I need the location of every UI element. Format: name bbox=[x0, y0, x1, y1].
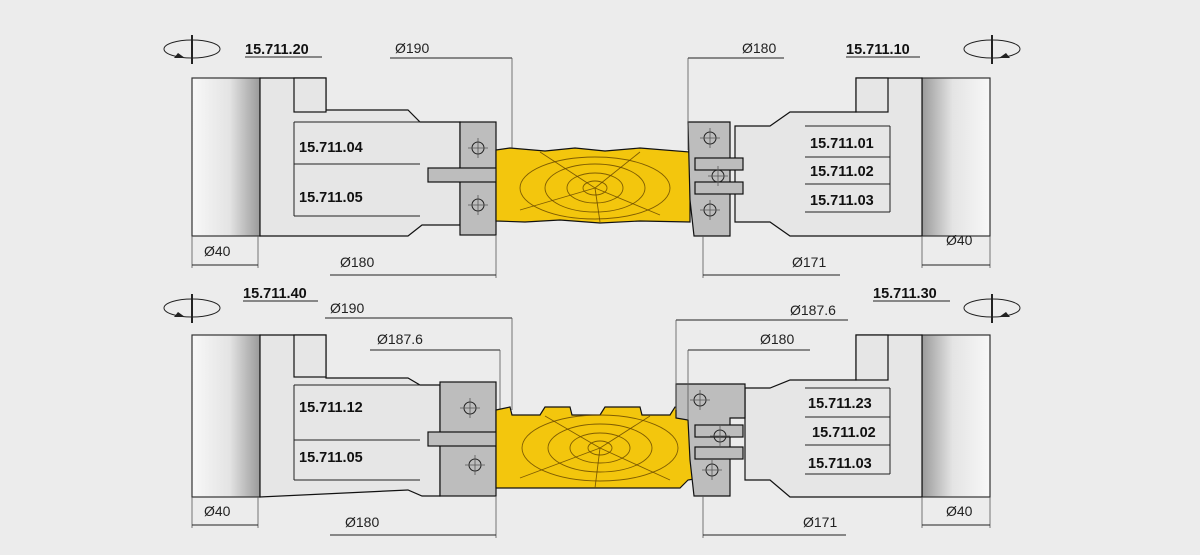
bottom-left-label-2: 15.711.05 bbox=[299, 450, 363, 466]
top-right-code: 15.711.10 bbox=[846, 42, 910, 58]
top-left-dim-bore: Ø40 bbox=[204, 243, 231, 259]
bottom-right-dim-inner: Ø171 bbox=[803, 514, 837, 530]
rotation-arrow-icon bbox=[163, 35, 221, 64]
bottom-left-dim-outer: Ø190 bbox=[330, 300, 364, 316]
knife-block bbox=[687, 121, 731, 237]
spindle-shaft bbox=[191, 77, 261, 237]
bottom-workpiece bbox=[495, 406, 701, 489]
top-right-label-3: 15.711.03 bbox=[810, 193, 874, 209]
bottom-right-label-3: 15.711.03 bbox=[808, 456, 872, 472]
bottom-right-code: 15.711.30 bbox=[873, 286, 937, 302]
top-right-tool: 15.711.10 15.711.01 15.711.02 15.711.03 … bbox=[687, 35, 1021, 278]
top-right-label-1: 15.711.01 bbox=[810, 136, 874, 152]
rotation-arrow-icon bbox=[163, 294, 221, 323]
top-right-label-2: 15.711.02 bbox=[810, 164, 874, 180]
bottom-right-dim-outer: Ø187.6 bbox=[790, 302, 836, 318]
bottom-right-dim-bore: Ø40 bbox=[946, 503, 973, 519]
bottom-right-tool: 15.711.30 15.711.23 15.711.02 15.711.03 … bbox=[675, 286, 1021, 538]
top-left-label-1: 15.711.04 bbox=[299, 140, 363, 156]
bottom-right-label-1: 15.711.23 bbox=[808, 396, 872, 412]
bottom-left-label-1: 15.711.12 bbox=[299, 400, 363, 416]
top-right-dim-bore: Ø40 bbox=[946, 232, 973, 248]
bottom-left-dim-inner: Ø180 bbox=[345, 514, 379, 530]
rotation-arrow-icon bbox=[963, 35, 1021, 64]
bottom-left-dim-bore: Ø40 bbox=[204, 503, 231, 519]
bottom-right-dim-mid: Ø180 bbox=[760, 331, 794, 347]
cutter-body bbox=[744, 334, 923, 498]
cutter-body bbox=[259, 334, 441, 498]
bottom-left-tool: 15.711.40 15.711.12 15.711.05 Ø190 Ø187.… bbox=[163, 286, 513, 538]
knife-block bbox=[675, 383, 746, 497]
bottom-left-dim-mid: Ø187.6 bbox=[377, 331, 423, 347]
top-left-dim-inner: Ø180 bbox=[340, 254, 374, 270]
top-right-dim-inner: Ø171 bbox=[792, 254, 826, 270]
top-left-code: 15.711.20 bbox=[245, 42, 309, 58]
top-right-dim-outer: Ø180 bbox=[742, 40, 776, 56]
top-left-label-2: 15.711.05 bbox=[299, 190, 363, 206]
spindle-shaft bbox=[191, 334, 261, 498]
top-workpiece bbox=[495, 147, 691, 224]
top-left-dim-outer: Ø190 bbox=[395, 40, 429, 56]
bottom-left-code: 15.711.40 bbox=[243, 286, 307, 302]
bottom-right-label-2: 15.711.02 bbox=[812, 425, 876, 441]
rotation-arrow-icon bbox=[963, 294, 1021, 323]
spindle-shaft bbox=[921, 77, 991, 237]
spindle-shaft bbox=[921, 334, 991, 498]
cutter-body bbox=[259, 77, 461, 237]
top-left-tool: 15.711.20 15.711.04 15.711.05 Ø190 Ø40 Ø… bbox=[163, 35, 513, 278]
